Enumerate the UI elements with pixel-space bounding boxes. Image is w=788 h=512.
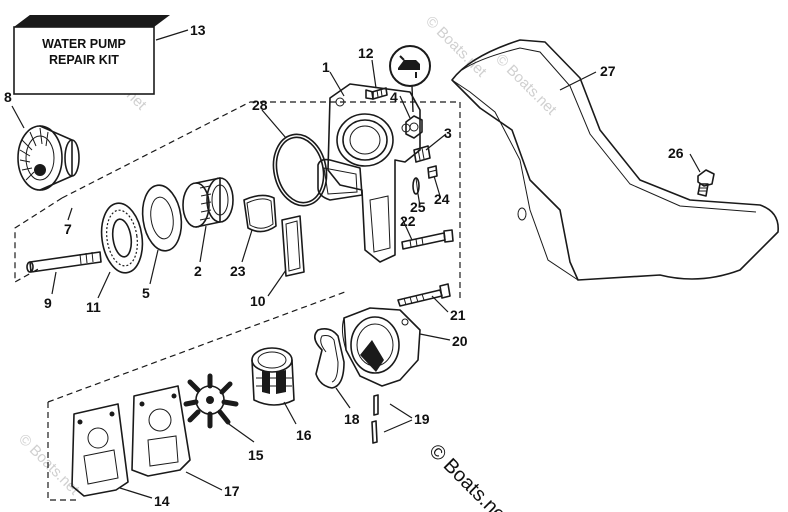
screw-26: [697, 169, 715, 197]
thrust-bearing: [100, 202, 144, 274]
callout-8: 8: [4, 89, 12, 105]
assembly-frames: [14, 101, 461, 501]
lubricant-icon: [389, 45, 431, 113]
screw-12: [365, 87, 388, 100]
leader-lines: [11, 59, 701, 499]
callout-2: 2: [194, 263, 202, 279]
kit-label-line1: WATER PUMP: [42, 37, 126, 51]
screw-24: [427, 165, 438, 179]
callout-28: 28: [252, 97, 268, 113]
callout-1: 1: [322, 59, 330, 75]
pinion-gear: [17, 125, 80, 191]
callout-7: 7: [64, 221, 72, 237]
insert-seal-18: [314, 328, 345, 389]
callout-12: 12: [358, 45, 374, 61]
callout-27: 27: [600, 63, 616, 79]
pins-19: [371, 394, 379, 444]
plug-25: [412, 177, 420, 195]
rectangular-seal: [281, 215, 305, 277]
bolt-22: [401, 229, 454, 250]
nut-4: [405, 115, 423, 139]
callout-labels: 8 7 9 11 5 2 23 28 10 1 12 4 3 24 25 22 …: [4, 45, 684, 509]
gasket-14: [71, 403, 129, 497]
plate-17: [131, 385, 191, 477]
impeller-liner-16: [251, 347, 295, 406]
callout-9: 9: [44, 295, 52, 311]
callout-10: 10: [250, 293, 266, 309]
callout-18: 18: [344, 411, 360, 427]
callout-14: 14: [154, 493, 170, 509]
callout-25: 25: [410, 199, 426, 215]
needle-bearing: [182, 177, 234, 228]
callout-11: 11: [86, 299, 101, 315]
watermark-top: © Boats.net: [422, 13, 490, 81]
watermark-cover: © Boats.net: [492, 51, 560, 119]
callout-19: 19: [414, 411, 430, 427]
thrust-washer: [141, 184, 183, 252]
callout-21: 21: [450, 307, 466, 323]
callout-20: 20: [452, 333, 468, 349]
o-ring: [272, 133, 328, 207]
repair-kit-box: WATER PUMP REPAIR KIT 13: [13, 15, 206, 95]
callout-22: 22: [400, 213, 416, 229]
impeller-15: [183, 373, 239, 429]
callout-16: 16: [296, 427, 312, 443]
callout-15: 15: [248, 447, 264, 463]
long-bolt-21: [397, 283, 451, 307]
seal-gasket: [243, 194, 277, 233]
kit-label-line2: REPAIR KIT: [49, 53, 119, 67]
gearcase-cover: [451, 39, 779, 281]
callout-17: 17: [224, 483, 240, 499]
callout-23: 23: [230, 263, 246, 279]
pinion-shaft: [26, 251, 102, 273]
plug-3: [413, 145, 431, 163]
callout-5: 5: [142, 285, 150, 301]
callout-4: 4: [390, 89, 398, 105]
callout-26: 26: [668, 145, 684, 161]
pump-housing: [317, 83, 421, 263]
watermark-main: © Boats.net: [424, 440, 514, 512]
callout-3: 3: [444, 125, 452, 141]
callout-24: 24: [434, 191, 450, 207]
pump-cover-20: [341, 307, 421, 387]
callout-13: 13: [190, 22, 206, 38]
